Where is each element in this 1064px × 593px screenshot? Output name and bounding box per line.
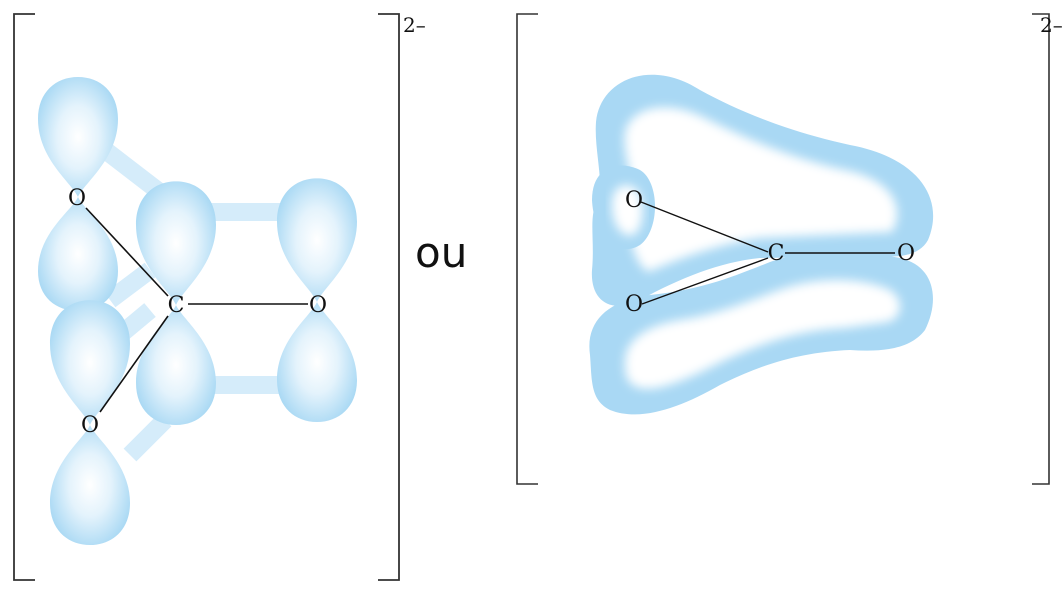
resonance-bonds [640,201,895,305]
atom-c-right: C [768,241,785,266]
atom-o-top-left: O [68,186,86,211]
atom-o-right-left: O [309,293,327,318]
delocalized-structure: O C O O 2– [516,13,1063,485]
atom-o-bottom-left: O [81,413,99,438]
left-charge: 2– [403,13,426,37]
p-orbital-structure: O C O O 2– [13,13,426,581]
or-separator: ou [415,228,468,277]
right-charge: 2– [1040,13,1063,37]
sigma-bonds [85,207,308,413]
delocalized-cloud-upper [591,74,934,306]
atom-c-left: C [168,293,185,318]
atom-o-right-right: O [897,241,915,266]
right-bracket-open [516,13,538,485]
left-bracket-open [13,13,35,581]
atom-o-top-right: O [625,188,643,213]
right-bracket-close [1032,13,1050,485]
oxygen-cloud-lobes [592,165,655,250]
atom-o-bottom-right: O [625,292,643,317]
left-bracket-close [378,13,400,581]
